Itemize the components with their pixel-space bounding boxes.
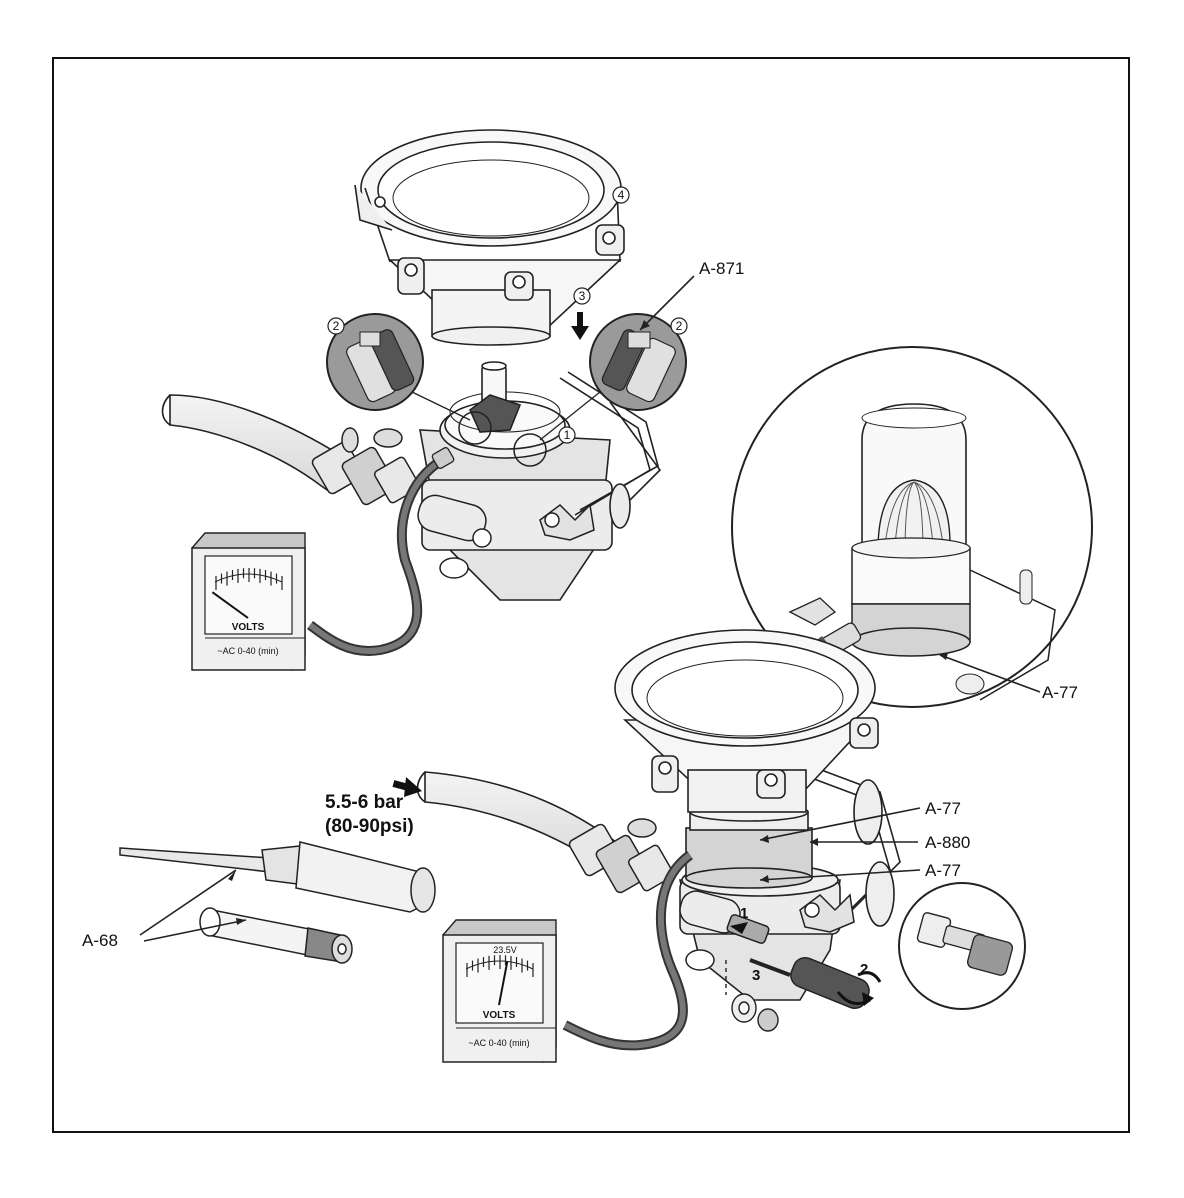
svg-text:2: 2: [333, 319, 340, 333]
meter-bottom-unit: VOLTS: [483, 1010, 516, 1021]
bottom-assembly: A-77 A-880 A-77 5.5-6 bar (80-90psi) 1 2…: [325, 630, 970, 1045]
volt-meter-top: VOLTS ~AC 0-40 (min): [192, 533, 305, 670]
step-2-bottom: 2: [860, 961, 868, 978]
step-1-badge-top: 1: [559, 427, 575, 443]
valve-fitting-top: [311, 428, 421, 506]
meter-top-range: ~AC 0-40 (min): [217, 646, 278, 656]
svg-text:3: 3: [579, 289, 586, 303]
meter-bottom-range: ~AC 0-40 (min): [468, 1038, 529, 1048]
step-3-bottom: 3: [752, 967, 760, 984]
svg-text:1: 1: [564, 428, 571, 442]
svg-text:4: 4: [618, 188, 625, 202]
bell-cup-bottom: [615, 630, 878, 812]
label-a77-zoom: A-77: [1042, 683, 1078, 702]
pressure-label-bar: 5.5-6 bar: [325, 792, 404, 813]
meter-top-unit: VOLTS: [232, 622, 265, 633]
step-2-badge-left: 2: [328, 318, 344, 334]
step3-arrow-top: [571, 312, 589, 340]
label-a77-bottom: A-77: [925, 861, 961, 880]
label-a871: A-871: [699, 259, 744, 278]
pressure-label-psi: (80-90psi): [325, 816, 414, 837]
label-a77-top: A-77: [925, 799, 961, 818]
step-2-badge-right: 2: [671, 318, 687, 334]
tool-screwdriver: [120, 842, 435, 912]
label-a880: A-880: [925, 833, 970, 852]
detail-circle-plug: [899, 883, 1025, 1009]
meter-bottom-reading: 23.5V: [493, 945, 517, 955]
tool-socket-bit: [200, 908, 352, 963]
step-3-badge-top: 3: [574, 288, 590, 304]
volt-meter-bottom: 23.5V VOLTS ~AC 0-40 (min): [443, 920, 556, 1062]
bell-cup-top: [355, 130, 624, 345]
svg-text:2: 2: [676, 319, 683, 333]
step-4-badge-top: 4: [613, 187, 629, 203]
label-a68: A-68: [82, 931, 118, 950]
step-1-bottom: 1: [740, 905, 748, 922]
